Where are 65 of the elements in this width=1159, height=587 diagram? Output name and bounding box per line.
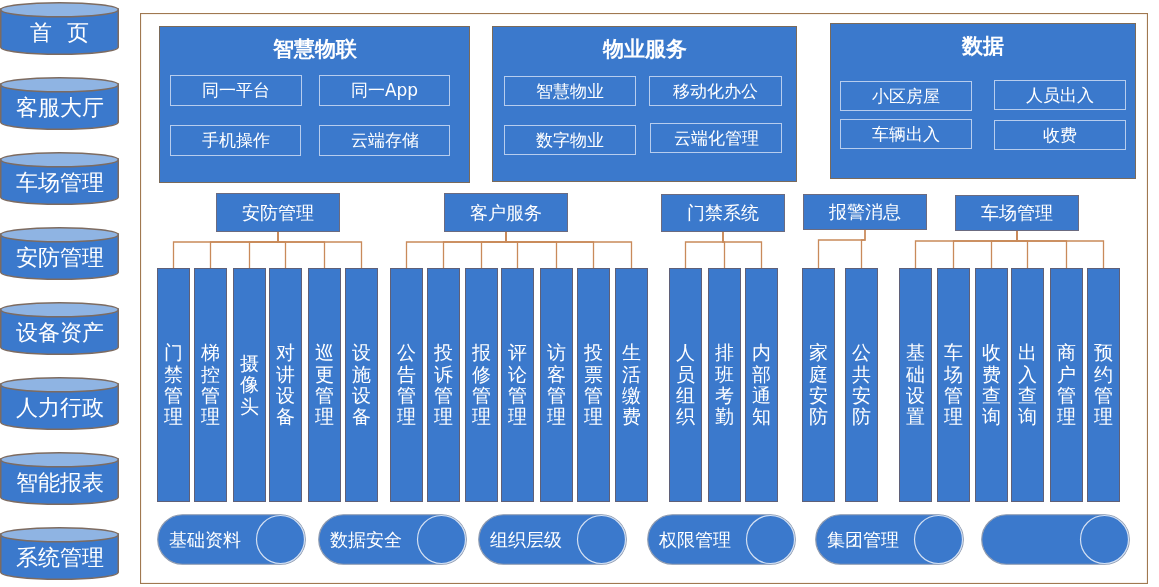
- cylinder-label: 安防管理: [15, 244, 104, 271]
- panel-title: 数据: [962, 34, 1004, 59]
- panel-title: 智慧物联: [272, 37, 357, 62]
- cylinder-label: 基础资料: [169, 529, 241, 550]
- cylinder-label: 智能报表: [15, 469, 104, 496]
- cylinder-label: 权限管理: [659, 529, 731, 550]
- module-bar: 评论管理: [501, 268, 534, 502]
- feature-box: 车辆出入: [840, 119, 972, 149]
- cylinder-label: 首 页: [30, 19, 89, 46]
- panel-background: [830, 23, 1136, 179]
- cylinder-label: 设备资产: [15, 319, 104, 346]
- module-bar: 车场管理: [937, 268, 970, 502]
- panel-title: 物业服务: [602, 37, 687, 62]
- cylinder-label: 组织层级: [490, 529, 562, 550]
- panel-background: [492, 26, 797, 182]
- feature-box: 同一App: [319, 75, 450, 106]
- module-bar: 梯控管理: [194, 268, 227, 502]
- cylinder-label: 系统管理: [15, 544, 104, 571]
- connector-line: [860, 229, 866, 269]
- module-bar: 门禁管理: [157, 268, 190, 502]
- module-bar: 预约管理: [1087, 268, 1120, 502]
- module-bar: 投诉管理: [427, 268, 460, 502]
- connector-line: [277, 231, 363, 269]
- module-bar: 基础设置: [899, 268, 932, 502]
- module-bar: 商户管理: [1050, 268, 1083, 502]
- module-bar: 收费查询: [975, 268, 1008, 502]
- feature-box: 智慧物业: [504, 76, 636, 106]
- feature-box: 数字物业: [504, 125, 636, 155]
- panel-background: [159, 26, 470, 183]
- category-box: 车场管理: [955, 195, 1079, 231]
- module-bar: 家庭安防: [802, 268, 835, 502]
- feature-box: 小区房屋: [840, 81, 972, 111]
- category-box: 报警消息: [803, 194, 927, 230]
- module-bar: 排班考勤: [708, 268, 741, 502]
- feature-box: 移动化办公: [649, 76, 782, 106]
- module-bar: 公共安防: [845, 268, 878, 502]
- feature-box: 人员出入: [994, 80, 1126, 110]
- feature-box: 云端化管理: [650, 123, 782, 153]
- cylinder-label: 车场管理: [15, 169, 104, 196]
- connector-line: [1016, 230, 1105, 269]
- feature-box: 同一平台: [170, 75, 302, 106]
- feature-box: 云端存储: [319, 125, 450, 156]
- connector-line: [722, 231, 763, 269]
- module-bar: 巡更管理: [308, 268, 341, 502]
- feature-box: 手机操作: [170, 125, 301, 156]
- cylinder-label: 集团管理: [827, 529, 899, 550]
- module-bar: 投票管理: [577, 268, 610, 502]
- module-bar: 公告管理: [390, 268, 423, 502]
- cylinder-label: 客服大厅: [15, 94, 104, 121]
- feature-box: 收费: [994, 120, 1126, 150]
- module-bar: 内部通知: [745, 268, 778, 502]
- module-bar: 报修管理: [465, 268, 498, 502]
- category-box: 门禁系统: [661, 194, 785, 232]
- module-bar: 摄像头: [233, 268, 266, 502]
- connector-line: [505, 231, 633, 269]
- category-box: 客户服务: [444, 193, 568, 232]
- module-bar: 设施设备: [345, 268, 378, 502]
- module-bar: 出入查询: [1011, 268, 1044, 502]
- module-bar: 生活缴费: [615, 268, 648, 502]
- module-bar: 对讲设备: [269, 268, 302, 502]
- category-box: 安防管理: [216, 193, 340, 232]
- cylinder-label: 数据安全: [330, 529, 402, 550]
- module-bar: 访客管理: [540, 268, 573, 502]
- cylinder-label: 人力行政: [15, 394, 104, 421]
- module-bar: 人员组织: [669, 268, 702, 502]
